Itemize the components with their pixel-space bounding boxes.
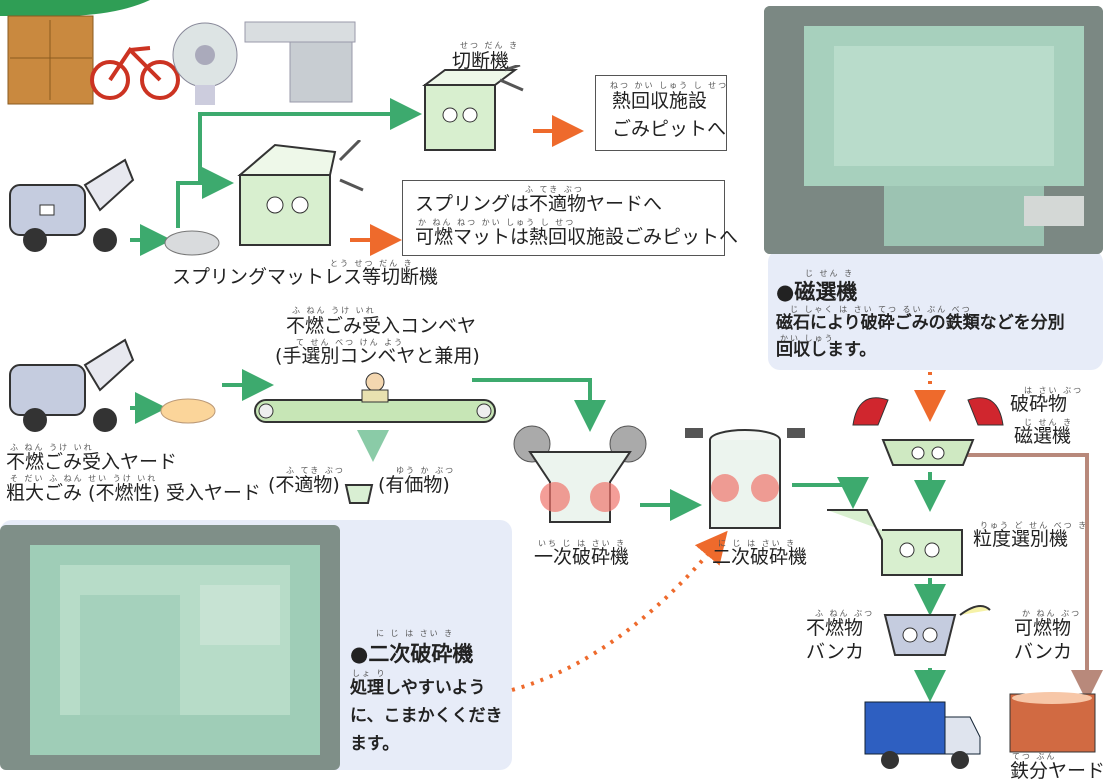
- magnetic-panel-line1: 磁石により破砕ごみの鉄類などを分別: [776, 313, 1065, 333]
- cutter-dest-line1: 熱回収施設: [612, 90, 708, 112]
- spring-dest-ruby2: か ねん ねつ かい しゅう し せつ: [418, 218, 576, 227]
- crushed-magnet-ruby2: じ せん き: [1024, 418, 1074, 427]
- valuable-label: (有価物): [378, 474, 450, 496]
- spring-cutter-destination-box: [402, 180, 725, 256]
- magnetic-panel-line2: 回収します。: [776, 340, 877, 360]
- cutter-dest-line2: ごみピットへ: [612, 118, 727, 140]
- combustible-line2: バンカ: [1014, 641, 1072, 663]
- secondary-panel-line3: ます。: [350, 734, 400, 754]
- magnetic-ruby2: かい しゅう: [780, 334, 835, 343]
- combustible-line1: 可燃物: [1014, 617, 1072, 639]
- primary-crusher-machine: [513, 425, 647, 523]
- spring-cutter-ruby: とう せつ だん き: [330, 259, 414, 268]
- unsuitable-label: (不適物): [268, 474, 340, 496]
- bulky-waste-illustration: [0, 0, 360, 110]
- secondary-crusher-machine: [685, 428, 805, 529]
- noncombustible-ruby: ふ ねん ぶつ: [815, 609, 875, 618]
- bunker-machine: [883, 605, 991, 656]
- delivery-truck: [864, 701, 981, 769]
- magnetic-separator-photo: [764, 6, 1103, 254]
- yard-line2: 粗大ごみ (不燃性) 受入ヤード: [6, 482, 261, 504]
- crushed-magnet-line2: 磁選機: [1014, 425, 1072, 447]
- magnet-separator-machine: [852, 397, 1004, 466]
- secondary-crusher-label: 二次破砕機: [712, 546, 808, 568]
- magnetic-text-ruby: じ しゃく は さい てつ るい ぶん べつ: [790, 305, 972, 314]
- secondary-title-ruby: に じ は さい き: [376, 629, 455, 638]
- crushed-magnet-ruby1: は さい ぶつ: [1024, 386, 1084, 395]
- secondary-panel-line2: に、こまかくくだき: [350, 706, 503, 726]
- grain-sorter-ruby: りゅう ど せん べつ き: [980, 521, 1089, 530]
- crushed-magnet-line1: 破砕物: [1010, 393, 1068, 415]
- cutter-label: 切断機: [452, 50, 510, 72]
- spring-dest-line2: 可燃マットは熱回収施設ごみピットへ: [415, 226, 739, 248]
- secondary-panel-line1: 処理しやすいよう: [350, 678, 486, 698]
- conveyor-belt: [254, 372, 496, 423]
- conveyor-line1: 不燃ごみ受入コンベヤ: [286, 315, 477, 337]
- secondary-crusher-photo: [0, 525, 340, 770]
- cutter-ruby: せつ だん き: [460, 41, 520, 50]
- unsuitable-ruby: ふ てき ぶつ: [286, 466, 345, 475]
- waste-cloud-upper: [164, 230, 220, 256]
- secondary-text-ruby: しょ り: [352, 669, 387, 678]
- waste-cloud-lower: [160, 398, 216, 424]
- spring-dest-line1: スプリングは不適物ヤードへ: [415, 193, 663, 215]
- secondary-crusher-ruby: に じ は さい き: [718, 539, 797, 548]
- conveyor-ruby1: ふ ねん うけ いれ: [292, 306, 376, 315]
- iron-container: [1009, 692, 1096, 753]
- secondary-panel-title: ●二次破砕機: [350, 642, 474, 666]
- cutter-machine: [422, 65, 524, 151]
- iron-yard-ruby: てつ ぶん: [1012, 752, 1057, 761]
- cutter-destination-box: [595, 75, 727, 151]
- yard-ruby2: そ だい ふ ねん せい うけ いれ: [10, 474, 158, 483]
- truck-upper: [9, 158, 135, 252]
- noncombustible-line2: バンカ: [806, 641, 864, 663]
- cutter-dest-ruby: ねつ かい しゅう し せつ: [610, 81, 729, 90]
- spring-cutter-label: スプリングマットレス等切断機: [172, 266, 439, 288]
- noncombustible-line1: 不燃物: [806, 617, 864, 639]
- spring-dest-ruby1: ふ てき ぶつ: [525, 185, 584, 194]
- grain-sorter-label: 粒度選別機: [973, 528, 1069, 550]
- conveyor-ruby2: て せん べつ けん よう: [296, 338, 405, 347]
- yard-ruby1: ふ ねん うけ いれ: [10, 443, 94, 452]
- magnetic-title-ruby: じ せん き: [805, 269, 855, 278]
- unsuitable-bin: [344, 484, 374, 504]
- truck-lower: [9, 338, 135, 432]
- yard-line1: 不燃ごみ受入ヤード: [6, 451, 178, 473]
- primary-crusher-ruby: いち じ は さい き: [538, 539, 627, 548]
- combustible-ruby: か ねん ぶつ: [1022, 609, 1082, 618]
- grain-sorter-machine: [827, 509, 963, 576]
- magnetic-panel-title: ●磁選機: [776, 280, 858, 304]
- magnetic-separator-panel: [768, 250, 1103, 370]
- spring-cutter-machine: [237, 140, 364, 246]
- valuable-ruby: ゆう か ぶつ: [396, 466, 456, 475]
- conveyor-line2: (手選別コンベヤと兼用): [275, 345, 480, 367]
- primary-crusher-label: 一次破砕機: [534, 546, 630, 568]
